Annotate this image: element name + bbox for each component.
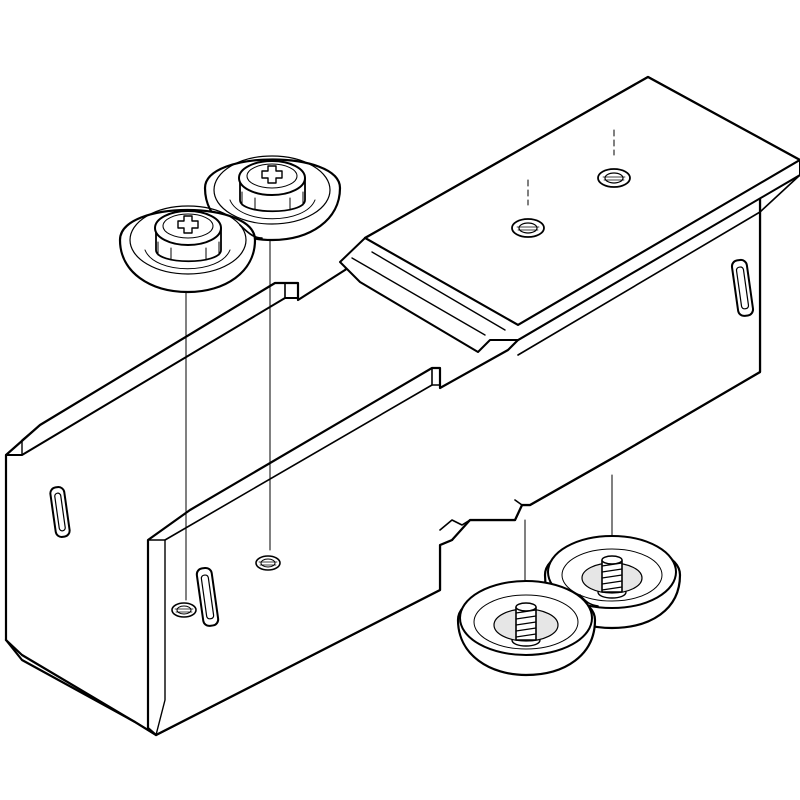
screw-head-left xyxy=(154,210,222,263)
top-connector-plate xyxy=(339,75,800,353)
slot-right-end-inner xyxy=(735,266,750,310)
channel-front-wall-top-lip xyxy=(147,174,800,541)
threaded-stud-right xyxy=(597,555,627,599)
phillips-cross-icon xyxy=(177,215,199,234)
channel-front-wall xyxy=(146,196,762,737)
channel-back-wall-fold xyxy=(21,424,41,456)
plate-hole-left xyxy=(511,179,545,238)
washer-pair-with-screws xyxy=(118,155,342,294)
floor-hole-rear xyxy=(255,555,281,571)
channel-back-wall-top-edge xyxy=(5,297,299,456)
channel-front-wall-fold xyxy=(155,539,166,736)
channel-bottom-notch xyxy=(439,499,523,531)
phillips-cross-icon xyxy=(261,165,283,184)
plate-hole-right xyxy=(597,129,631,188)
channel-top-notch-left xyxy=(274,282,286,299)
threaded-stud-left xyxy=(511,602,541,647)
washer-bridge xyxy=(239,224,263,239)
connector-plate-bevel xyxy=(351,251,506,336)
channel-bottom-edge xyxy=(4,638,158,737)
floor-hole-front xyxy=(171,602,197,618)
screw-head-right xyxy=(238,160,306,213)
connector-plate-front-edge xyxy=(339,159,800,353)
slot-front-inner xyxy=(200,574,215,620)
slot-left-end-inner xyxy=(54,492,66,532)
washer-lower-bridge xyxy=(579,594,599,607)
washer-pair-with-threaded-studs xyxy=(456,535,682,677)
